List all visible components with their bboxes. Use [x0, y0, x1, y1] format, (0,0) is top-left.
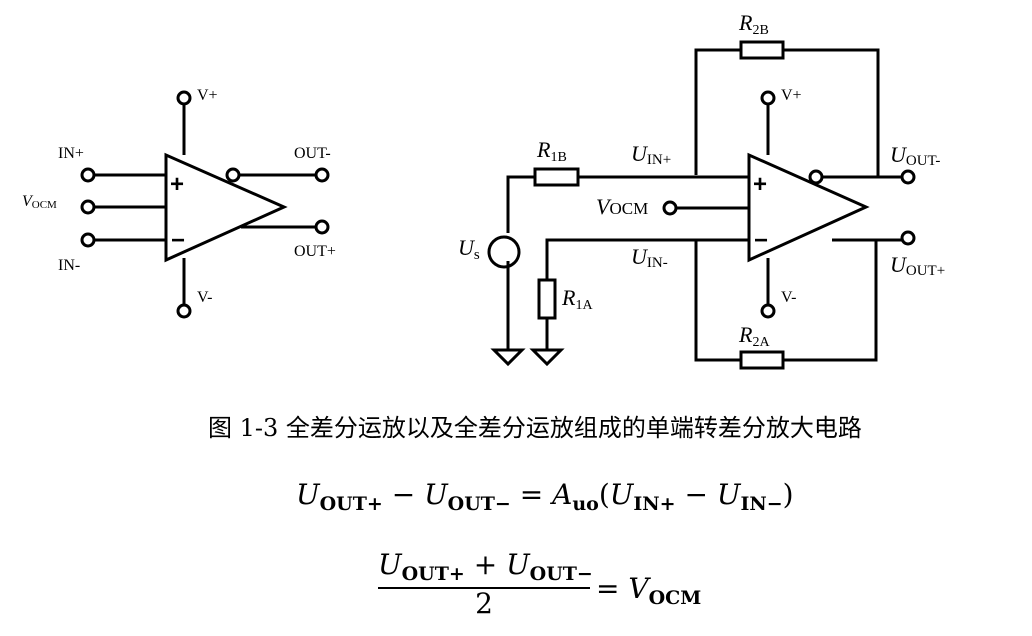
- right-vplus-terminal: [760, 90, 776, 106]
- uoutp-label: UOUT+: [890, 252, 945, 279]
- figure-caption: 图 1-3 全差分运放以及全差分运放组成的单端转差分放大电路: [208, 414, 862, 442]
- equation-differential-gain: UOUT+ − UOUT− = Auo(UIN+ − UIN−): [296, 478, 794, 515]
- circuit-diagram: V+ V- IN+ IN- VOCM OUT- OUT+ + − R2B R1B…: [22, 10, 945, 370]
- ground-symbol-1: [490, 348, 526, 367]
- left-inminus-label: IN-: [58, 257, 80, 274]
- fraction-bar: [378, 587, 590, 589]
- us-source: [487, 235, 521, 269]
- right-plus-sign: +: [753, 171, 767, 198]
- left-vocm-terminal: [80, 199, 96, 215]
- fraction-denominator: 2: [475, 587, 493, 620]
- r1b-label: R1B: [536, 137, 567, 165]
- equation-common-mode-fraction: UOUT+ + UOUT− 2: [378, 548, 593, 620]
- fraction-numerator: UOUT+ + UOUT−: [378, 548, 593, 585]
- left-inplus-label: IN+: [58, 145, 84, 162]
- left-vplus-label: V+: [197, 87, 218, 104]
- left-inminus-terminal: [80, 232, 96, 248]
- left-outplus-label: OUT+: [294, 243, 336, 260]
- r1b-resistor: [533, 167, 580, 187]
- left-vocm-label: VOCM: [22, 193, 57, 211]
- r1a-label: R1A: [561, 285, 593, 313]
- r2a-resistor: [739, 350, 785, 370]
- us-label: Us: [458, 235, 480, 263]
- right-vocm-terminal: [662, 200, 678, 216]
- left-outminus-label: OUT-: [294, 145, 331, 162]
- right-outminus-bubble: [808, 169, 824, 185]
- left-minus-sign: −: [171, 227, 185, 254]
- right-vminus-label: V-: [781, 289, 796, 306]
- right-vocm-label: VOCM: [596, 194, 648, 219]
- r2a-label: R2A: [738, 322, 770, 350]
- left-outminus-bubble: [225, 167, 241, 183]
- r1a-resistor: [537, 278, 557, 320]
- left-plus-sign: +: [170, 171, 184, 198]
- left-outminus-terminal: [314, 167, 330, 183]
- equation-common-mode-rhs: = VOCM: [596, 572, 702, 609]
- left-vminus-label: V-: [197, 289, 212, 306]
- left-inplus-terminal: [80, 167, 96, 183]
- right-vplus-label: V+: [781, 87, 802, 104]
- r2b-label: R2B: [738, 10, 769, 38]
- r2b-resistor: [739, 40, 785, 60]
- left-outplus-terminal: [314, 219, 330, 235]
- right-minus-sign: −: [754, 227, 768, 254]
- right-vminus-terminal: [760, 303, 776, 319]
- uinm-label: UIN-: [631, 244, 668, 271]
- left-vplus-terminal: [176, 90, 192, 106]
- right-uoutm-terminal: [900, 169, 916, 185]
- uinp-label: UIN+: [631, 141, 671, 168]
- left-vminus-terminal: [176, 303, 192, 319]
- uoutm-label: UOUT-: [890, 142, 940, 169]
- right-uoutp-terminal: [900, 230, 916, 246]
- ground-symbol-2: [529, 348, 565, 367]
